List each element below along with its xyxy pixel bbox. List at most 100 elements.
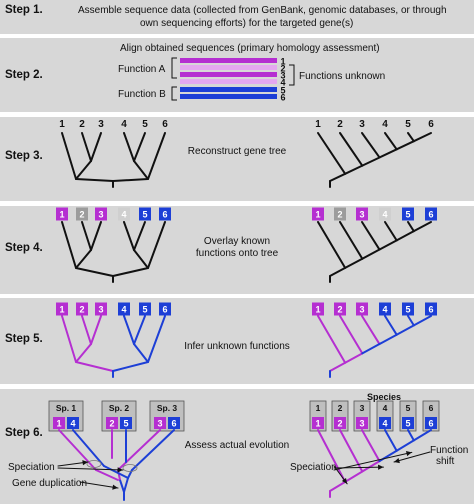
step6-left-tree-a-branch-1 [58, 429, 97, 471]
step4-left-tree-branch-2 [81, 221, 92, 251]
step3-left-tree-branch-6 [147, 132, 166, 180]
step6-right-branch-3 [361, 429, 381, 463]
step6-right-speciation-arrow-2-head [378, 464, 384, 470]
step3-left-tree-branch-3 [90, 132, 102, 162]
step6-right-gene-3-box [356, 417, 368, 429]
step-6-text: Assess actual evolution [184, 440, 290, 451]
step-6-label: Step 6. [5, 427, 43, 439]
step4-right-leaf-3-label: 3 [359, 210, 364, 220]
step4-left-tree-branch-1 [61, 221, 77, 269]
step4-right-leaf-2-box [334, 207, 346, 221]
step6-function-shift-arrow-head [394, 458, 400, 464]
step6-right-gene-1-label: 1 [315, 419, 320, 429]
step-3-band [0, 117, 474, 201]
step4-right-tree-branch-2 [339, 221, 364, 260]
step3-right-tree-branch-5 [407, 132, 415, 143]
step6-left-gene-3-box [106, 417, 118, 429]
step4-right-tree-branch-4 [384, 221, 398, 242]
sequence-number-4: 4 [280, 78, 285, 88]
sequence-bar-2 [180, 65, 277, 70]
function-shift-label-line-1: Function [430, 445, 469, 456]
step3-right-leaf-number-6: 6 [428, 119, 434, 130]
step5-left-leaf-5-label: 5 [142, 305, 147, 315]
step3-right-leaf-number-3: 3 [359, 119, 365, 130]
sequence-number-5: 5 [280, 86, 285, 96]
step5-right-tree-branch-1 [317, 315, 347, 364]
step6-left-gene-6-box [168, 417, 180, 429]
step3-right-tree-branch-3 [361, 132, 381, 159]
step6-left-gene-1-box [53, 417, 65, 429]
step4-left-leaf-4-box [118, 207, 130, 221]
step4-left-leaf-5-label: 5 [142, 210, 147, 220]
step5-right-leaf-6-label: 6 [428, 305, 433, 315]
step4-left-tree-branch-6 [147, 221, 166, 269]
step6-left-speciation-ellipse-1 [86, 460, 102, 468]
step5-left-leaf-2-label: 2 [79, 305, 84, 315]
step5-right-leaf-1-box [312, 302, 324, 316]
sequence-bar-1 [180, 58, 277, 63]
step5-left-tree-branch-4 [123, 315, 135, 345]
step-2-label: Step 2. [5, 69, 43, 81]
step-3-label: Step 3. [5, 150, 43, 162]
step3-left-leaf-number-5: 5 [142, 119, 148, 130]
step6-right-gene-6-label: 6 [428, 419, 433, 429]
step4-right-leaf-2-label: 2 [337, 210, 342, 220]
step4-right-tree-branch-1 [317, 221, 347, 269]
step3-right-leaf-number-4: 4 [382, 119, 388, 130]
step5-left-leaf-2-box [76, 302, 88, 316]
step5-right-tree-spine-2 [344, 352, 364, 364]
step6-right-speciation-arrow-3-shaft [333, 451, 413, 471]
step4-left-tree-branch-4 [123, 221, 135, 251]
step4-right-leaf-4-label: 4 [382, 210, 387, 220]
sequence-number-2: 2 [280, 64, 285, 74]
step3-right-tree-branch-1 [317, 132, 347, 175]
step-4-band [0, 206, 474, 294]
step6-right-species-label-1: 1 [316, 403, 321, 413]
step-5-text: Infer unknown functions [184, 341, 290, 352]
functions-unknown-bracket [289, 64, 295, 86]
step4-left-leaf-3-box [95, 207, 107, 221]
step5-left-tree-branch-5 [133, 315, 146, 345]
sequence-bar-6 [180, 94, 277, 99]
step4-right-leaf-4-box [379, 207, 391, 221]
step6-right-species-label-4: 4 [383, 403, 388, 413]
step4-left-tree-branch-5 [133, 221, 146, 251]
step4-right-leaf-5-box [402, 207, 414, 221]
step5-right-leaf-3-box [356, 302, 368, 316]
step6-right-gene-5-label: 5 [405, 419, 410, 429]
step3-left-leaf-number-3: 3 [98, 119, 104, 130]
step5-right-tree-spine-3 [361, 343, 381, 355]
function-shift-label-line-2: shift [436, 456, 455, 467]
step5-right-tree-spine-1 [329, 361, 347, 372]
step6-speciation-arrow-2-shaft [57, 467, 124, 471]
step5-left-tree-branch-3 [90, 315, 102, 345]
sequence-number-3: 3 [280, 71, 285, 81]
step6-left-tree-a-join [95, 469, 119, 481]
step6-left-gene-5-box [154, 417, 166, 429]
step5-left-tree-branch-clade-b [112, 361, 149, 372]
step3-left-tree-branch-4 [123, 132, 135, 162]
step5-left-tree-branch-23 [75, 343, 92, 363]
step6-left-tree-b-join [103, 465, 129, 479]
step6-right-gene-6-box [425, 417, 437, 429]
step5-left-leaf-5-box [139, 302, 151, 316]
step4-right-tree-branch-6 [412, 221, 432, 233]
step5-right-leaf-6-box [425, 302, 437, 316]
step3-right-tree-spine-3 [361, 156, 381, 167]
step6-right-gene-3-label: 3 [359, 419, 364, 429]
step5-right-leaf-5-label: 5 [405, 305, 410, 315]
step6-speciation-arrow-2-head [117, 467, 123, 473]
step6-left-gene-2-box [67, 417, 79, 429]
step6-left-speciation-ellipse-2 [122, 464, 138, 472]
step3-left-leaf-number-1: 1 [59, 119, 65, 130]
step4-left-tree-branch-clade-b [112, 267, 149, 277]
step6-right-gene-4-label: 4 [382, 419, 387, 429]
step6-left-gene-6-label: 6 [171, 419, 176, 429]
step6-right-branch-4 [384, 429, 398, 452]
step5-right-leaf-4-label: 4 [382, 305, 387, 315]
step6-right-branch-5 [407, 429, 415, 442]
step6-right-species-label-2: 2 [338, 403, 343, 413]
step-1-band [0, 0, 474, 34]
